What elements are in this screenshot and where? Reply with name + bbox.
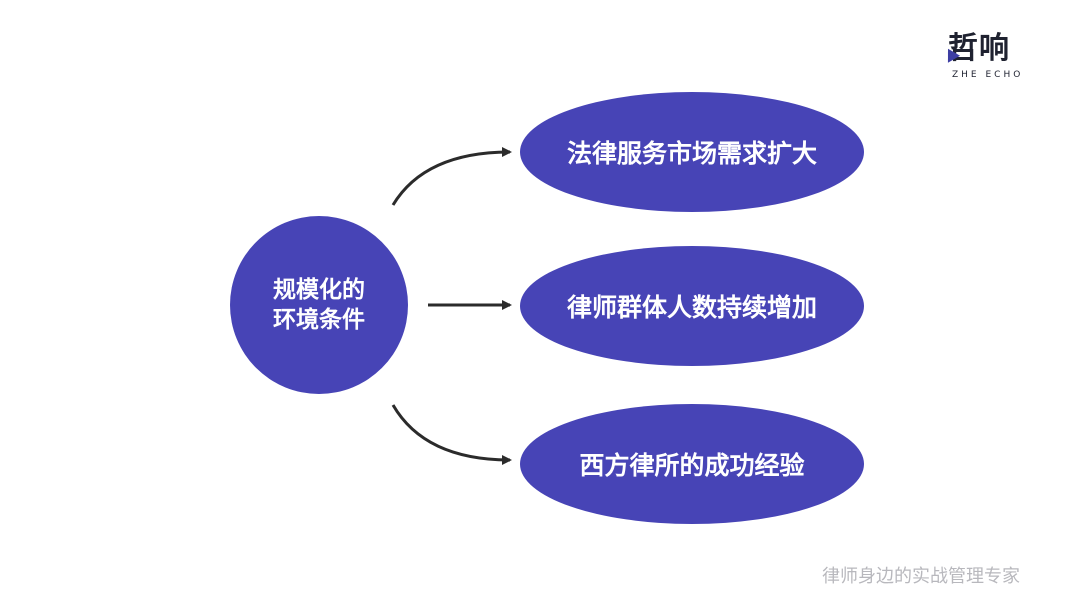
logo-wordmark: 哲响 <box>948 31 1010 66</box>
center-node: 规模化的 环境条件 <box>230 216 408 394</box>
item-node-3: 西方律所的成功经验 <box>520 404 864 524</box>
logo-subtitle: ZHE ECHO <box>952 70 1024 80</box>
item-node-2-label: 律师群体人数持续增加 <box>566 293 817 322</box>
footer-tagline: 律师身边的实战管理专家 <box>822 566 1020 587</box>
item-node-1: 法律服务市场需求扩大 <box>520 92 864 212</box>
center-node-line-2: 环境条件 <box>273 307 365 333</box>
arrow-to-item-1 <box>391 147 512 206</box>
item-node-3-label: 西方律所的成功经验 <box>579 451 805 480</box>
arrow-to-item-3 <box>391 404 512 465</box>
item-node-2: 律师群体人数持续增加 <box>520 246 864 366</box>
item-node-1-label: 法律服务市场需求扩大 <box>566 139 817 168</box>
brand-logo: 哲响 ZHE ECHO <box>940 30 1040 86</box>
center-node-line-1: 规模化的 <box>273 277 365 303</box>
